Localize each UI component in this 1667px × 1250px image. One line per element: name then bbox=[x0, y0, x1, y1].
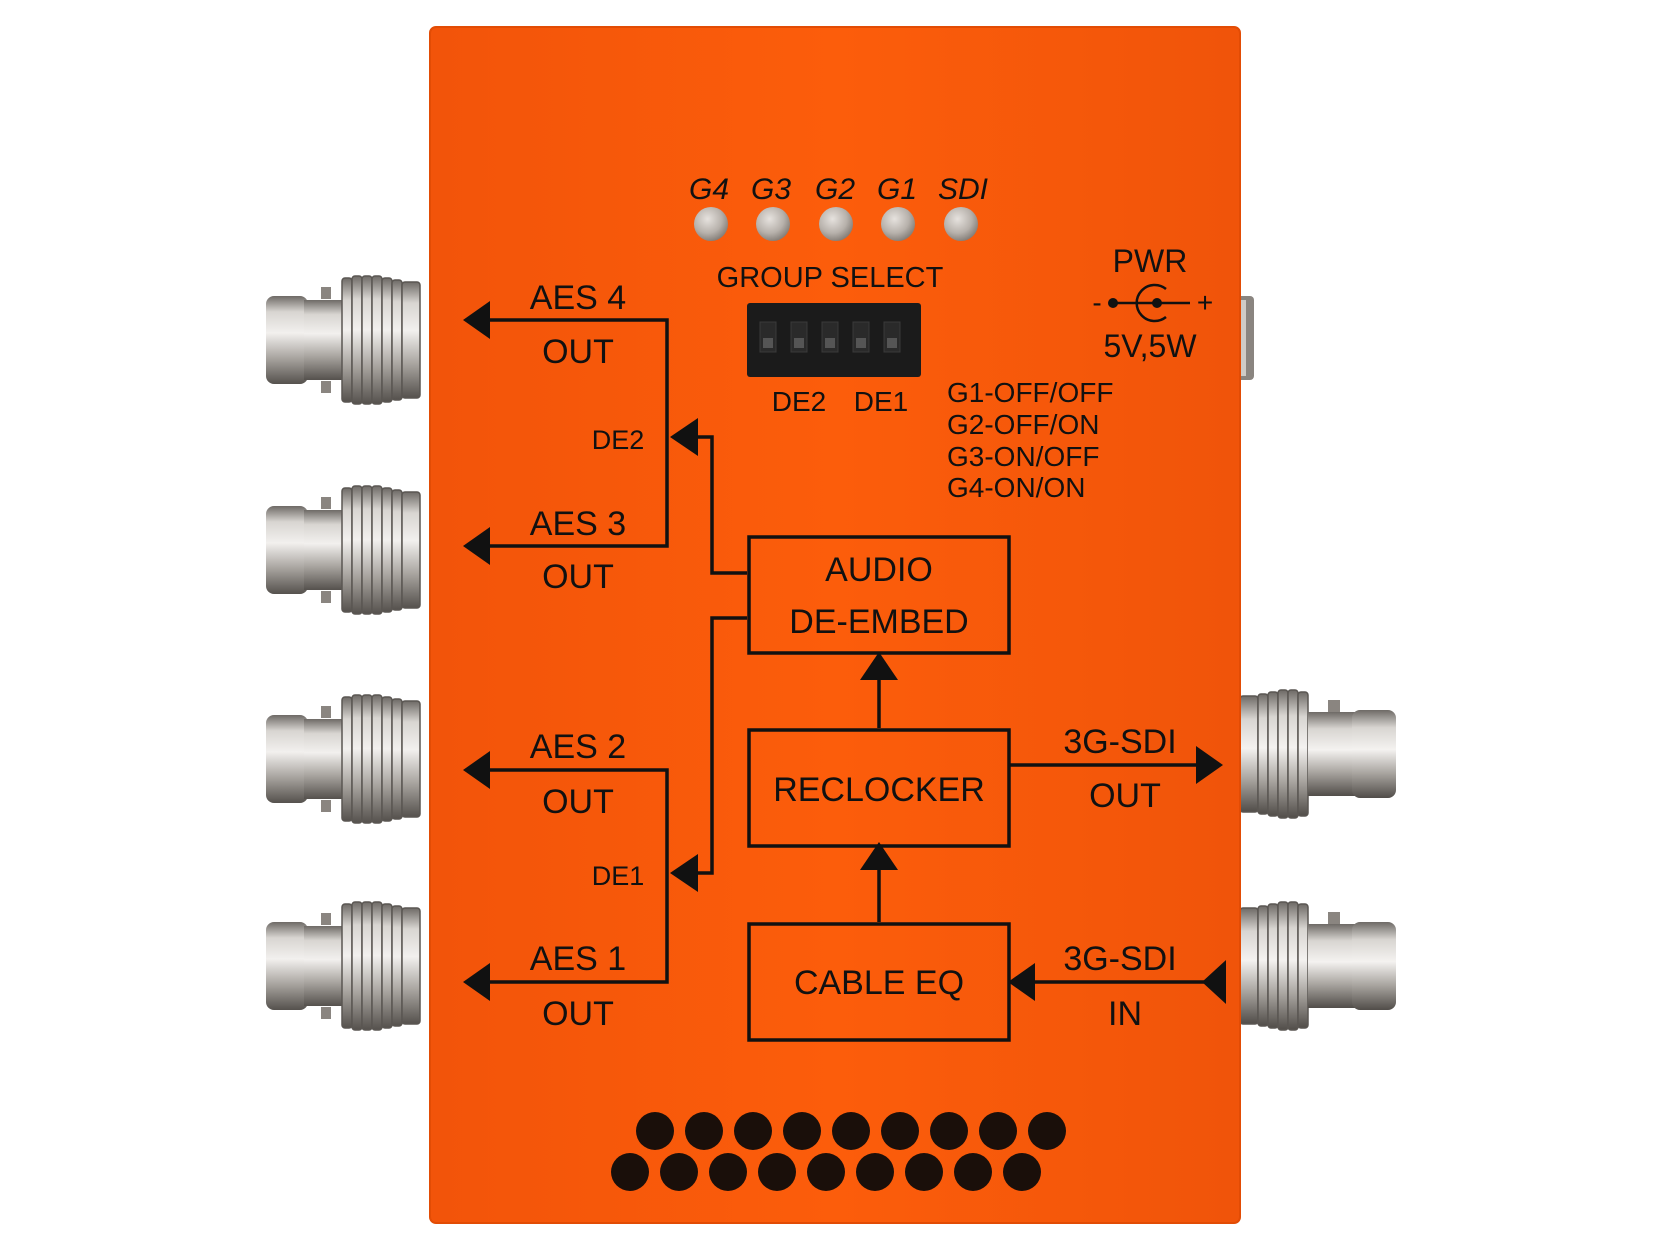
arrow-de2-icon bbox=[670, 418, 698, 456]
arrowheads bbox=[463, 301, 1226, 1004]
sdi-in-bnc-icon bbox=[1239, 901, 1397, 1031]
de2-label: DE2 bbox=[592, 425, 645, 455]
vent-hole-icon bbox=[832, 1112, 870, 1150]
arrow-aes2-icon bbox=[463, 751, 490, 789]
led-g4-icon bbox=[694, 207, 728, 241]
vent-holes bbox=[611, 1112, 1066, 1191]
vent-hole-icon bbox=[856, 1153, 894, 1191]
led-row: G4 G3 G2 G1 SDI bbox=[689, 173, 988, 241]
audio-deembed-block: AUDIO DE-EMBED bbox=[747, 535, 1011, 655]
led-g3-icon bbox=[756, 207, 790, 241]
sdi-out-name: 3G-SDI bbox=[1063, 723, 1176, 761]
vent-hole-icon bbox=[783, 1112, 821, 1150]
arrow-aes1-icon bbox=[463, 963, 490, 1001]
sdi-out-dir: OUT bbox=[1089, 777, 1161, 815]
arrow-to-deembed-icon bbox=[860, 652, 898, 680]
reclocker-block: RECLOCKER bbox=[747, 728, 1011, 848]
aes1-name: AES 1 bbox=[530, 940, 626, 978]
vent-hole-icon bbox=[709, 1153, 747, 1191]
led-sdi-icon bbox=[944, 207, 978, 241]
dip-label-de1: DE1 bbox=[854, 386, 908, 417]
deembed-label-line1: AUDIO bbox=[825, 551, 933, 589]
aes2-name: AES 2 bbox=[530, 728, 626, 766]
vent-hole-icon bbox=[758, 1153, 796, 1191]
sdi-in-dir: IN bbox=[1108, 995, 1142, 1033]
aes2-bnc-icon bbox=[265, 694, 421, 824]
led-label-g2: G2 bbox=[815, 173, 855, 206]
aes3-dir: OUT bbox=[542, 558, 614, 596]
aes4-dir: OUT bbox=[542, 333, 614, 371]
aes2-dir: OUT bbox=[542, 783, 614, 821]
led-label-g1: G1 bbox=[877, 173, 917, 206]
led-label-g3: G3 bbox=[751, 173, 791, 206]
vent-hole-icon bbox=[979, 1112, 1017, 1150]
reclocker-label: RECLOCKER bbox=[773, 771, 985, 809]
vent-hole-icon bbox=[685, 1112, 723, 1150]
led-g1-icon bbox=[881, 207, 915, 241]
vent-hole-icon bbox=[1003, 1153, 1041, 1191]
de1-label: DE1 bbox=[592, 861, 645, 891]
signal-lines bbox=[490, 318, 1210, 984]
led-g2-icon bbox=[819, 207, 853, 241]
group-mode-g1: G1-OFF/OFF bbox=[947, 377, 1113, 408]
aes3-bnc-icon bbox=[265, 485, 421, 615]
cable-eq-label: CABLE EQ bbox=[794, 964, 964, 1002]
vent-hole-icon bbox=[611, 1153, 649, 1191]
aes4-bnc-icon bbox=[265, 275, 421, 405]
dc-barrel-polarity-icon bbox=[1108, 283, 1190, 323]
group-mode-list: G1-OFF/OFF G2-OFF/ON G3-ON/OFF G4-ON/ON bbox=[947, 377, 1113, 503]
power-title: PWR bbox=[1113, 243, 1188, 279]
aes1-bnc-icon bbox=[265, 901, 421, 1031]
aes3-name: AES 3 bbox=[530, 505, 626, 543]
arrow-aes4-icon bbox=[463, 301, 490, 339]
power-rating: 5V,5W bbox=[1103, 328, 1197, 364]
group-mode-g2: G2-OFF/ON bbox=[947, 409, 1099, 440]
arrow-to-reclocker-icon bbox=[860, 842, 898, 870]
group-select-title: GROUP SELECT bbox=[717, 262, 944, 294]
arrow-de1-icon bbox=[670, 854, 698, 892]
group-mode-g3: G3-ON/OFF bbox=[947, 441, 1099, 472]
arrow-into-cable-eq-icon bbox=[1008, 963, 1035, 1001]
vent-hole-icon bbox=[881, 1112, 919, 1150]
device-panel bbox=[429, 26, 1241, 1224]
sdi-in-source-marker-icon bbox=[1202, 960, 1226, 1004]
vent-hole-icon bbox=[636, 1112, 674, 1150]
vent-hole-icon bbox=[954, 1153, 992, 1191]
vent-hole-icon bbox=[1028, 1112, 1066, 1150]
power-plus: + bbox=[1197, 287, 1213, 318]
arrow-sdi-out-icon bbox=[1196, 746, 1223, 784]
aes4-name: AES 4 bbox=[530, 279, 626, 317]
led-label-sdi: SDI bbox=[938, 173, 988, 206]
aes1-dir: OUT bbox=[542, 995, 614, 1033]
vent-hole-icon bbox=[807, 1153, 845, 1191]
arrow-aes3-icon bbox=[463, 527, 490, 565]
sdi-out-bnc-icon bbox=[1239, 689, 1397, 819]
dip-switch[interactable] bbox=[747, 303, 921, 377]
power-minus: - bbox=[1092, 287, 1101, 318]
vent-hole-icon bbox=[930, 1112, 968, 1150]
vent-hole-icon bbox=[905, 1153, 943, 1191]
group-mode-g4: G4-ON/ON bbox=[947, 472, 1085, 503]
vent-hole-icon bbox=[660, 1153, 698, 1191]
vent-hole-icon bbox=[734, 1112, 772, 1150]
deembed-label-line2: DE-EMBED bbox=[789, 603, 968, 641]
cable-eq-block: CABLE EQ bbox=[747, 922, 1011, 1042]
dip-label-de2: DE2 bbox=[772, 386, 826, 417]
sdi-in-name: 3G-SDI bbox=[1063, 940, 1176, 978]
led-label-g4: G4 bbox=[689, 173, 729, 206]
